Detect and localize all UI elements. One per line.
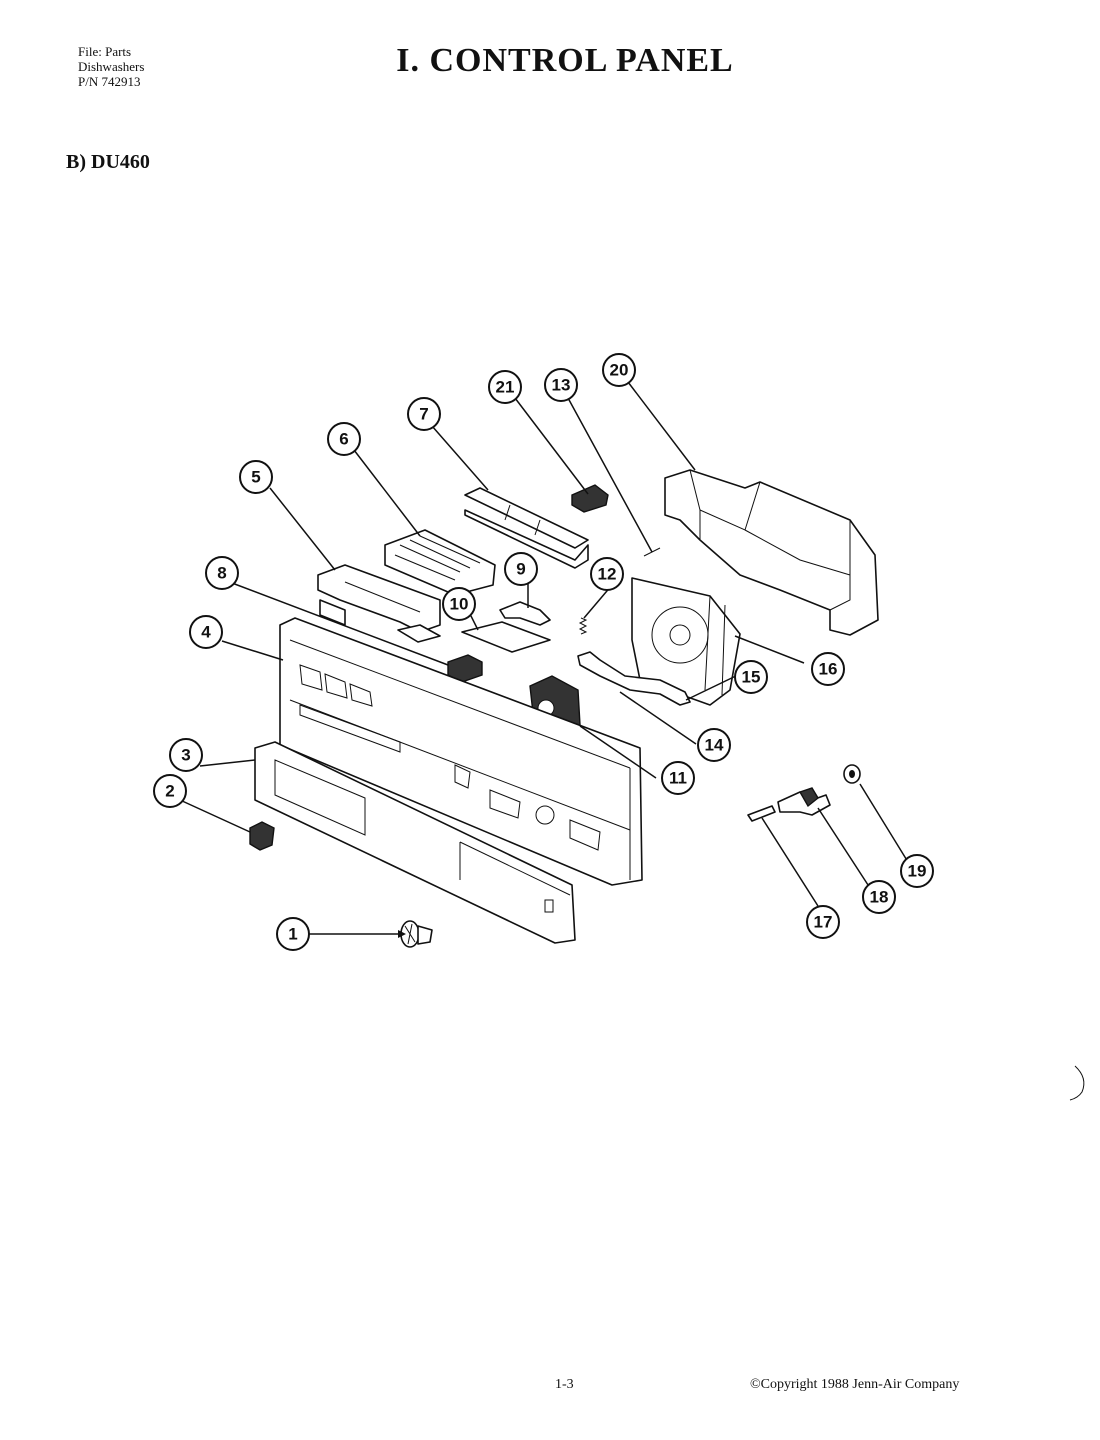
part-3-front-panel bbox=[254, 741, 576, 944]
callout-8: 8 bbox=[205, 556, 239, 590]
part-7-plate bbox=[464, 487, 589, 569]
callout-2: 2 bbox=[153, 774, 187, 808]
page-title: I. CONTROL PANEL bbox=[396, 42, 734, 79]
part-18-shaft bbox=[777, 787, 831, 816]
callout-14: 14 bbox=[697, 728, 731, 762]
part-20-cover bbox=[664, 469, 879, 636]
callout-17: 17 bbox=[806, 905, 840, 939]
part-17-pin bbox=[747, 805, 776, 822]
callout-19: 19 bbox=[900, 854, 934, 888]
svg-text:19: 19 bbox=[908, 862, 927, 881]
model-label: B) DU460 bbox=[66, 151, 150, 173]
part-5-frame bbox=[317, 564, 441, 643]
callout-16: 16 bbox=[811, 652, 845, 686]
part-2-button bbox=[249, 821, 275, 851]
part-10-plate bbox=[461, 621, 551, 653]
file-info: File: Parts Dishwashers P/N 742913 bbox=[78, 44, 144, 89]
svg-text:15: 15 bbox=[742, 668, 761, 687]
svg-text:11: 11 bbox=[669, 769, 687, 788]
binding-mark bbox=[1069, 1065, 1085, 1101]
svg-text:7: 7 bbox=[419, 405, 428, 424]
svg-text:18: 18 bbox=[870, 888, 889, 907]
part-1-knob bbox=[400, 920, 433, 948]
svg-text:5: 5 bbox=[251, 468, 260, 487]
svg-text:2: 2 bbox=[165, 782, 174, 801]
svg-text:10: 10 bbox=[450, 595, 469, 614]
callout-13: 13 bbox=[544, 368, 578, 402]
callout-10: 10 bbox=[442, 587, 476, 621]
file-line-1: File: Parts bbox=[78, 44, 132, 59]
svg-text:8: 8 bbox=[217, 564, 226, 583]
svg-text:1: 1 bbox=[288, 925, 297, 944]
callout-3: 3 bbox=[169, 738, 203, 772]
part-9-bracket bbox=[499, 601, 551, 626]
callout-4: 4 bbox=[189, 615, 223, 649]
callout-18: 18 bbox=[862, 880, 896, 914]
callout-12: 12 bbox=[590, 557, 624, 591]
part-6-bracket bbox=[384, 529, 496, 596]
svg-text:16: 16 bbox=[819, 660, 838, 679]
page-number: 1-3 bbox=[555, 1377, 574, 1392]
svg-text:9: 9 bbox=[516, 560, 525, 579]
callout-15: 15 bbox=[734, 660, 768, 694]
leader-lines bbox=[179, 381, 909, 938]
svg-text:6: 6 bbox=[339, 430, 348, 449]
svg-text:12: 12 bbox=[598, 565, 617, 584]
file-line-3: P/N 742913 bbox=[78, 74, 141, 89]
copyright-notice: ©Copyright 1988 Jenn-Air Company bbox=[750, 1377, 960, 1392]
callout-1: 1 bbox=[276, 917, 310, 951]
svg-text:17: 17 bbox=[814, 913, 833, 932]
part-16-timer bbox=[631, 577, 741, 706]
callout-20: 20 bbox=[602, 353, 636, 387]
svg-text:21: 21 bbox=[496, 378, 515, 397]
part-12-spring bbox=[578, 617, 588, 635]
svg-text:3: 3 bbox=[181, 746, 190, 765]
part-19-washer bbox=[843, 764, 861, 784]
callout-21: 21 bbox=[488, 370, 522, 404]
callout-7: 7 bbox=[407, 397, 441, 431]
part-15-lever bbox=[577, 651, 691, 706]
svg-text:14: 14 bbox=[705, 736, 724, 755]
callout-9: 9 bbox=[504, 552, 538, 586]
part-21-connector bbox=[571, 484, 609, 513]
callout-6: 6 bbox=[327, 422, 361, 456]
callout-5: 5 bbox=[239, 460, 273, 494]
svg-text:4: 4 bbox=[201, 623, 211, 642]
svg-text:13: 13 bbox=[552, 376, 571, 395]
svg-text:20: 20 bbox=[610, 361, 629, 380]
file-line-2: Dishwashers bbox=[78, 59, 145, 74]
callout-11: 11 bbox=[661, 761, 695, 795]
